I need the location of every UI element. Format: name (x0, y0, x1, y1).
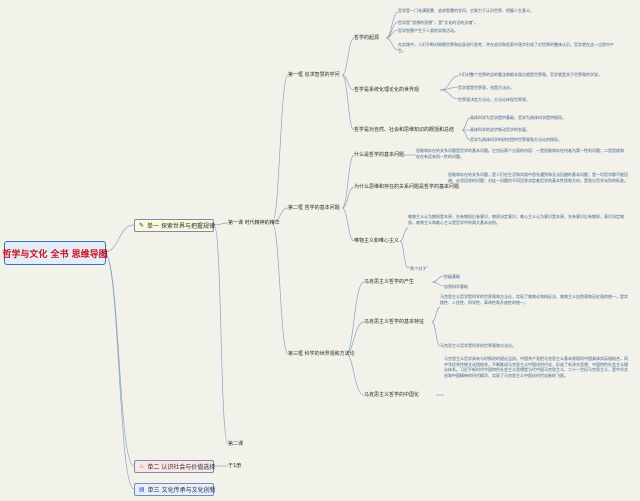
topic-why-basic[interactable]: 为什么思维和存在的关系问题是哲学的基本问题 (354, 184, 460, 190)
connector (431, 306, 441, 323)
birth-item: 阶级基础 (444, 274, 460, 279)
worldview-item: 哲学就是世界观，也是方法论。 (458, 85, 514, 90)
connector (271, 222, 289, 355)
connector (439, 86, 459, 91)
topic-sinicization[interactable]: 马克思主义哲学的中国化 (364, 392, 420, 398)
why-basic-text: 思维和存在的关系问题，是人们在生活和实践中首先遇到和无法回避的基本问题；是一切哲… (448, 172, 628, 183)
lesson-2-node[interactable]: 第二课 (228, 441, 244, 447)
features-note: 马克思主义哲学是科学的世界观和方法论。 (440, 343, 516, 348)
connector (431, 275, 445, 283)
connector (271, 207, 289, 224)
connector (385, 37, 399, 51)
topic-birth[interactable]: 马克思主义哲学的产生 (364, 279, 415, 285)
connector (341, 207, 355, 242)
sinicization-text: 马克思主义哲学具有与时俱进的理论品质。中国共产党把马克思主义基本原理同中国具体实… (444, 356, 628, 378)
lesson-1-node[interactable]: 第一课 时代精神的精华 (228, 220, 280, 226)
worldview-item: 人们对整个世界的总的看法和根本观点就是世界观。哲学就是关于世界观的学说。 (458, 72, 602, 77)
connector (213, 224, 229, 445)
origin-item: 哲学是“思想的思想”，是“文化的活的灵魂”。 (398, 20, 479, 25)
origin-item: 在实践中，人们不断对周围世界和自身进行思考，并在追问和思索中逐步形成了对世界的整… (398, 42, 614, 53)
connector (439, 75, 459, 91)
connector (461, 117, 471, 131)
section-2-node[interactable]: 第二框 哲学的基本问题 (288, 205, 340, 211)
connector (399, 240, 409, 269)
connector (431, 281, 445, 287)
topic-summary[interactable]: 哲学是对自然、社会和思维知识的概括和总结 (354, 127, 455, 133)
flame-icon: ♨ (139, 463, 145, 470)
pencil-icon: ✎ (139, 222, 145, 229)
section-1-node[interactable]: 第一框 追求智慧的学问 (288, 72, 340, 78)
birth-item: 自然科学基础 (444, 284, 468, 289)
connector (439, 89, 459, 100)
unit-label: 单三 文化传承与文化创新 (147, 487, 216, 494)
basic-question-text: 思维和存在的关系问题是哲学的基本问题。它包括两个方面的内容：一是思维和存在何者为… (416, 148, 624, 159)
unit-node-2[interactable]: ♨ 单二 认识社会与价值选择 (134, 460, 216, 473)
unit2-lesson-node[interactable]: 于1册 (228, 463, 242, 469)
features-text: 马克思主义哲学是科学的世界观和方法论，实现了唯物论和辩证法、唯物主义自然观和历史… (440, 294, 628, 305)
connector (399, 227, 409, 242)
connector (271, 74, 289, 224)
connector (385, 29, 399, 39)
topic-features[interactable]: 马克思主义哲学的基本特征 (364, 319, 425, 325)
connector (345, 353, 365, 396)
topic-worldview[interactable]: 哲学是系统化理论化的世界观 (354, 87, 420, 93)
mindmap-root[interactable]: 哲学与文化 全书 思维导图 (2, 241, 108, 265)
unit-label: 单二 认识社会与价值选择 (147, 464, 216, 471)
origin-item: 哲学是一门充满智慧、追求智慧的学问，它致力于认识世界，把握人生意义。 (398, 8, 534, 13)
section-3-node[interactable]: 第三框 科学的世界观和方法论 (288, 351, 355, 357)
connector (345, 321, 365, 355)
connector (103, 251, 135, 490)
connector (341, 154, 355, 209)
topic-origin[interactable]: 哲学的起源 (354, 35, 380, 41)
worldview-item: 世界观决定方法论，方法论体现世界观。 (458, 97, 530, 102)
connector (345, 281, 365, 355)
connector (461, 129, 471, 141)
materialism-text: 唯物主义认为物质是本原，先有物质后有意识，物质决定意识；唯心主义认为意识是本原，… (408, 214, 624, 225)
connector (341, 186, 355, 209)
connector (341, 74, 355, 91)
summary-item: 哲学为具体科学的研究提供世界观和方法论的指导。 (470, 137, 562, 142)
book-icon: ▤ (139, 486, 145, 493)
two-pairs-note: “两个对子” (408, 266, 429, 271)
summary-item: 具体科学为哲学提供基础，哲学为具体科学提供指导。 (470, 115, 566, 120)
summary-item: 具体科学的进步推动哲学的发展。 (470, 127, 530, 132)
unit-node-3[interactable]: ▤ 单三 文化传承与文化创新 (134, 483, 216, 496)
connector (103, 224, 135, 253)
connector (431, 321, 441, 347)
connector (103, 251, 135, 467)
origin-item: 哲学智慧产生于人类的实践活动。 (398, 28, 458, 33)
unit-node-1[interactable]: ✎ 单一 探索世界与把握规律 (134, 219, 215, 232)
connector (341, 37, 355, 76)
unit-label: 单一 探索世界与把握规律 (147, 223, 215, 230)
topic-basic-question[interactable]: 什么是哲学的基本问题 (354, 152, 405, 158)
connector (341, 74, 355, 131)
topic-materialism-idealism[interactable]: 唯物主义和唯心主义 (354, 238, 400, 244)
connector (213, 222, 229, 226)
